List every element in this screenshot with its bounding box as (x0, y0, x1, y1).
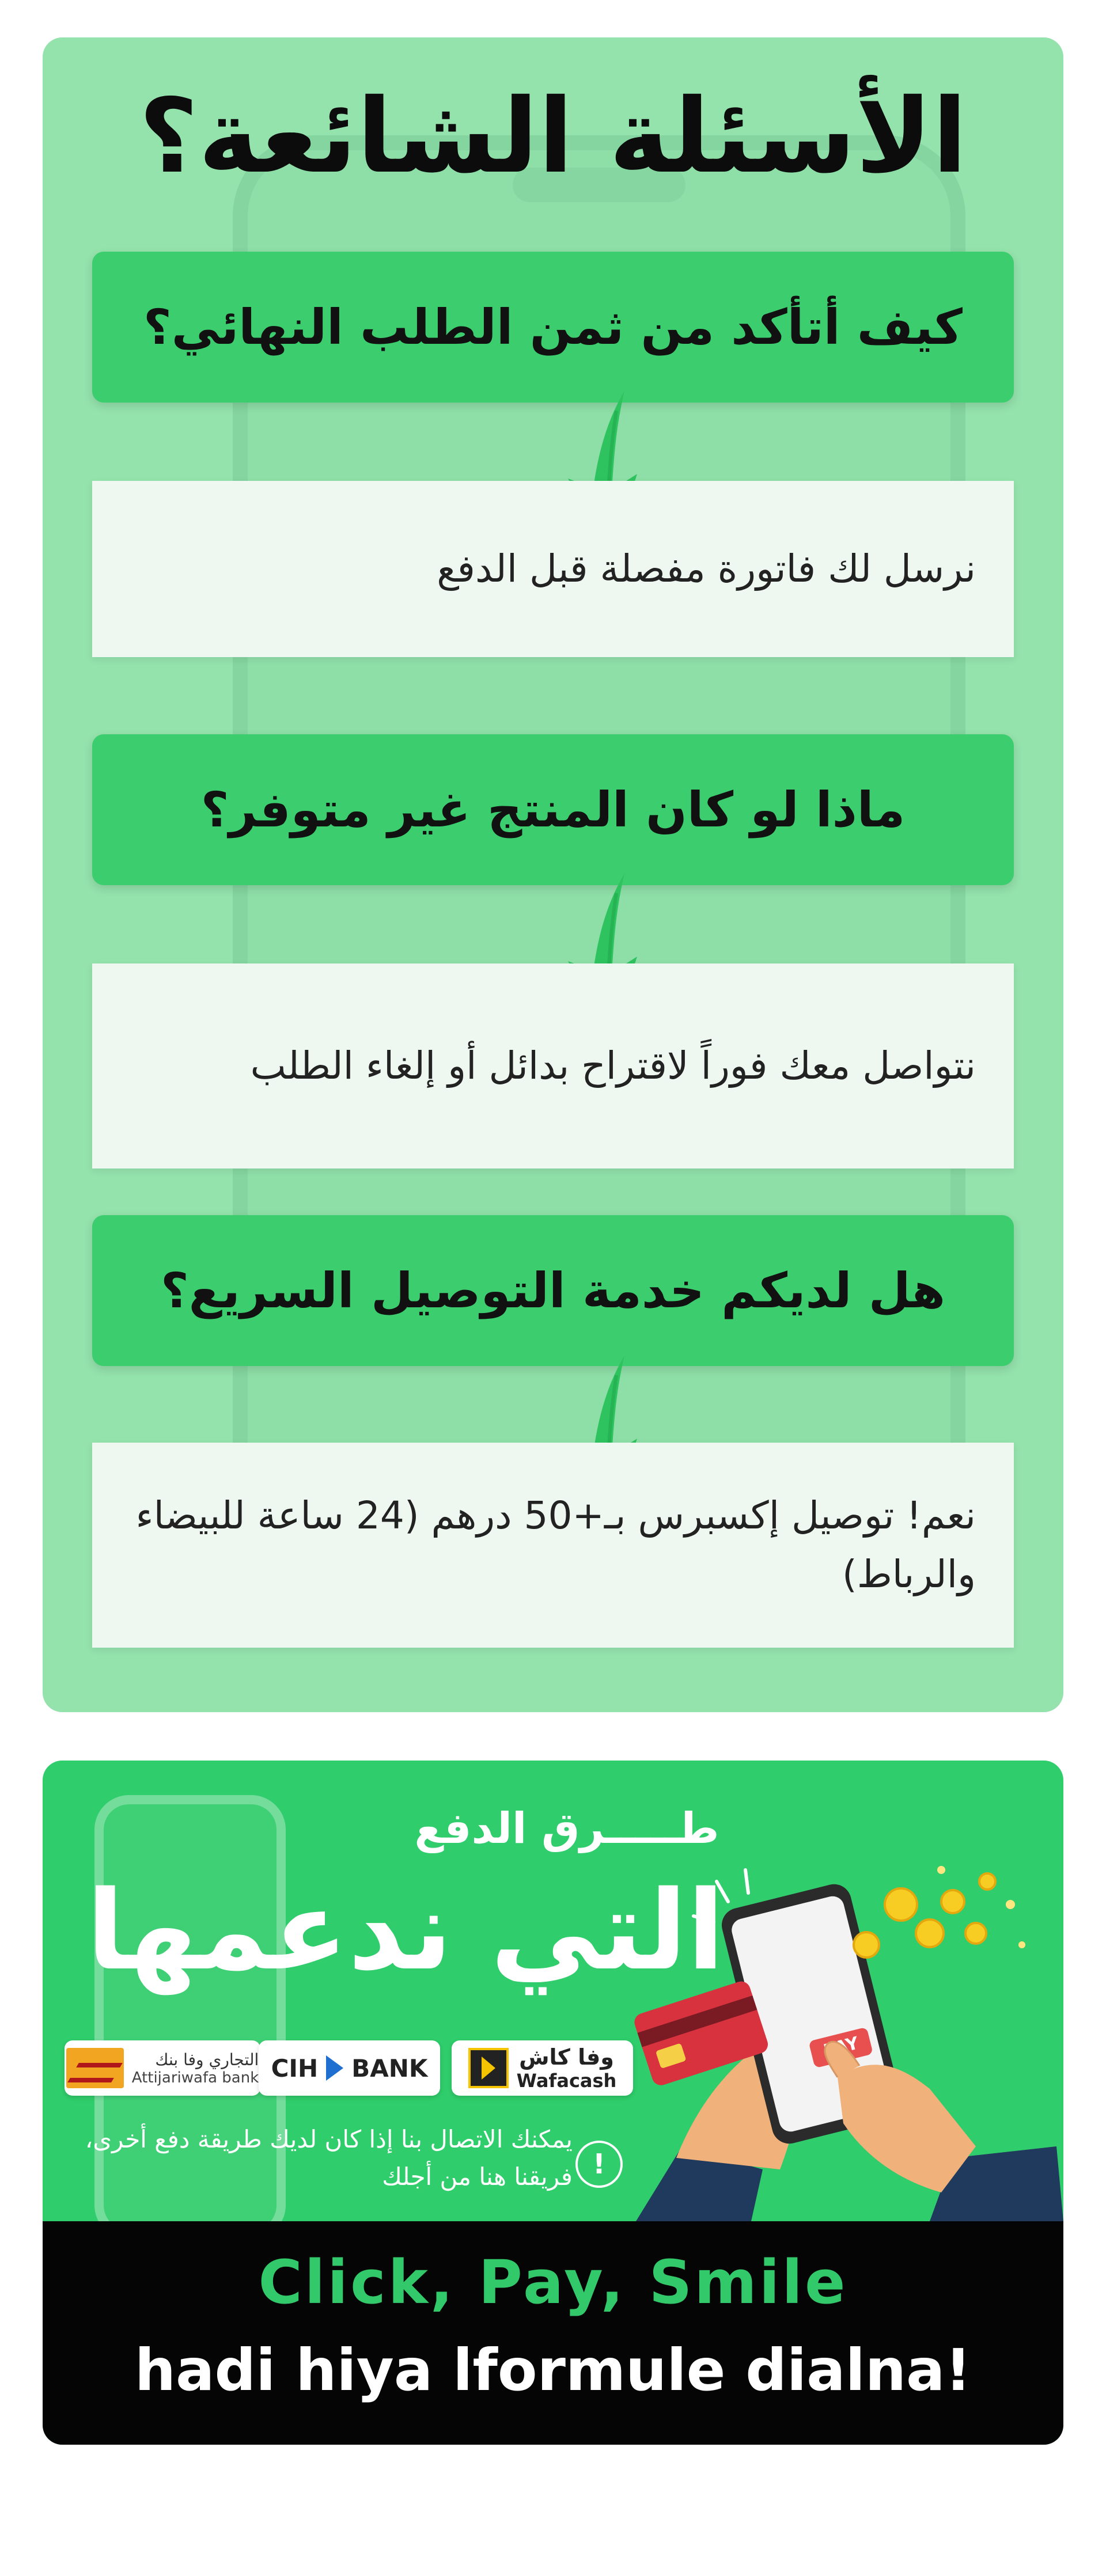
faq-answer-1: نرسل لك فاتورة مفصلة قبل الدفع (92, 481, 1014, 657)
faq-title: الأسئلة الشائعة؟ (138, 77, 968, 196)
cih-bank-logo: CIH BANK (259, 2040, 440, 2096)
attijariwafa-bank-logo: التجاري وفا بنك Attijariwafa bank (65, 2040, 260, 2096)
faq-answer-2: نتواصل معك فوراً لاقتراح بدائل أو إلغاء … (92, 963, 1014, 1169)
faq-question-1[interactable]: كيف أتأكد من ثمن الطلب النهائي؟ (92, 252, 1014, 403)
faq-section: الأسئلة الشائعة؟ كيف أتأكد من ثمن الطلب … (43, 37, 1063, 1712)
slogan-band: Click, Pay, Smile hadi hiya lformule dia… (43, 2221, 1063, 2445)
faq-question-1-text: كيف أتأكد من ثمن الطلب النهائي؟ (143, 299, 963, 355)
faq-question-3-text: هل لديكم خدمة التوصيل السريع؟ (161, 1262, 945, 1319)
faq-answer-3-text: نعم! توصيل إكسبرس بـ+50 درهم (24 ساعة لل… (135, 1493, 976, 1596)
phone-background-graphic (94, 1795, 286, 2240)
faq-answer-2-text: نتواصل معك فوراً لاقتراح بدائل أو إلغاء … (250, 1043, 976, 1088)
cih-arrow-icon (326, 2055, 344, 2081)
cih-logo-bank: BANK (351, 2054, 428, 2082)
faq-question-3[interactable]: هل لديكم خدمة التوصيل السريع؟ (92, 1215, 1014, 1366)
cih-logo-text: CIH (271, 2054, 319, 2082)
faq-answer-3: نعم! توصيل إكسبرس بـ+50 درهم (24 ساعة لل… (92, 1443, 1014, 1648)
payment-contact-note: يمكنك الاتصال بنا إذا كان لديك طريقة دفع… (85, 2125, 573, 2191)
wafacash-logo-ar: وفا كاش (519, 2044, 614, 2070)
wafacash-logo: وفا كاش Wafacash (452, 2040, 633, 2096)
attijariwafa-logo-lat: Attijariwafa bank (131, 2069, 259, 2086)
hand-phone-payment-illustration: PAY (634, 1866, 1063, 2221)
slogan-line-1: Click, Pay, Smile (258, 2247, 848, 2317)
info-icon: ! (575, 2141, 623, 2188)
wafacash-logo-lat: Wafacash (516, 2070, 617, 2092)
faq-question-2-text: ماذا لو كان المنتج غير متوفر؟ (200, 781, 906, 838)
faq-question-2[interactable]: ماذا لو كان المنتج غير متوفر؟ (92, 734, 1014, 885)
payment-headline: التي ندعمها (86, 1867, 725, 1994)
wafacash-mark-icon (468, 2048, 509, 2088)
attijariwafa-mark-icon (66, 2048, 124, 2088)
attijariwafa-logo-ar: التجاري وفا بنك (155, 2050, 259, 2069)
payment-methods-banner: طـــــرق الدفع التي ندعمها التجاري وفا ب… (43, 1761, 1063, 2445)
payment-subtitle: طـــــرق الدفع (414, 1804, 719, 1853)
slogan-line-2: hadi hiya lformule dialna! (134, 2336, 972, 2404)
faq-answer-1-text: نرسل لك فاتورة مفصلة قبل الدفع (437, 546, 976, 591)
